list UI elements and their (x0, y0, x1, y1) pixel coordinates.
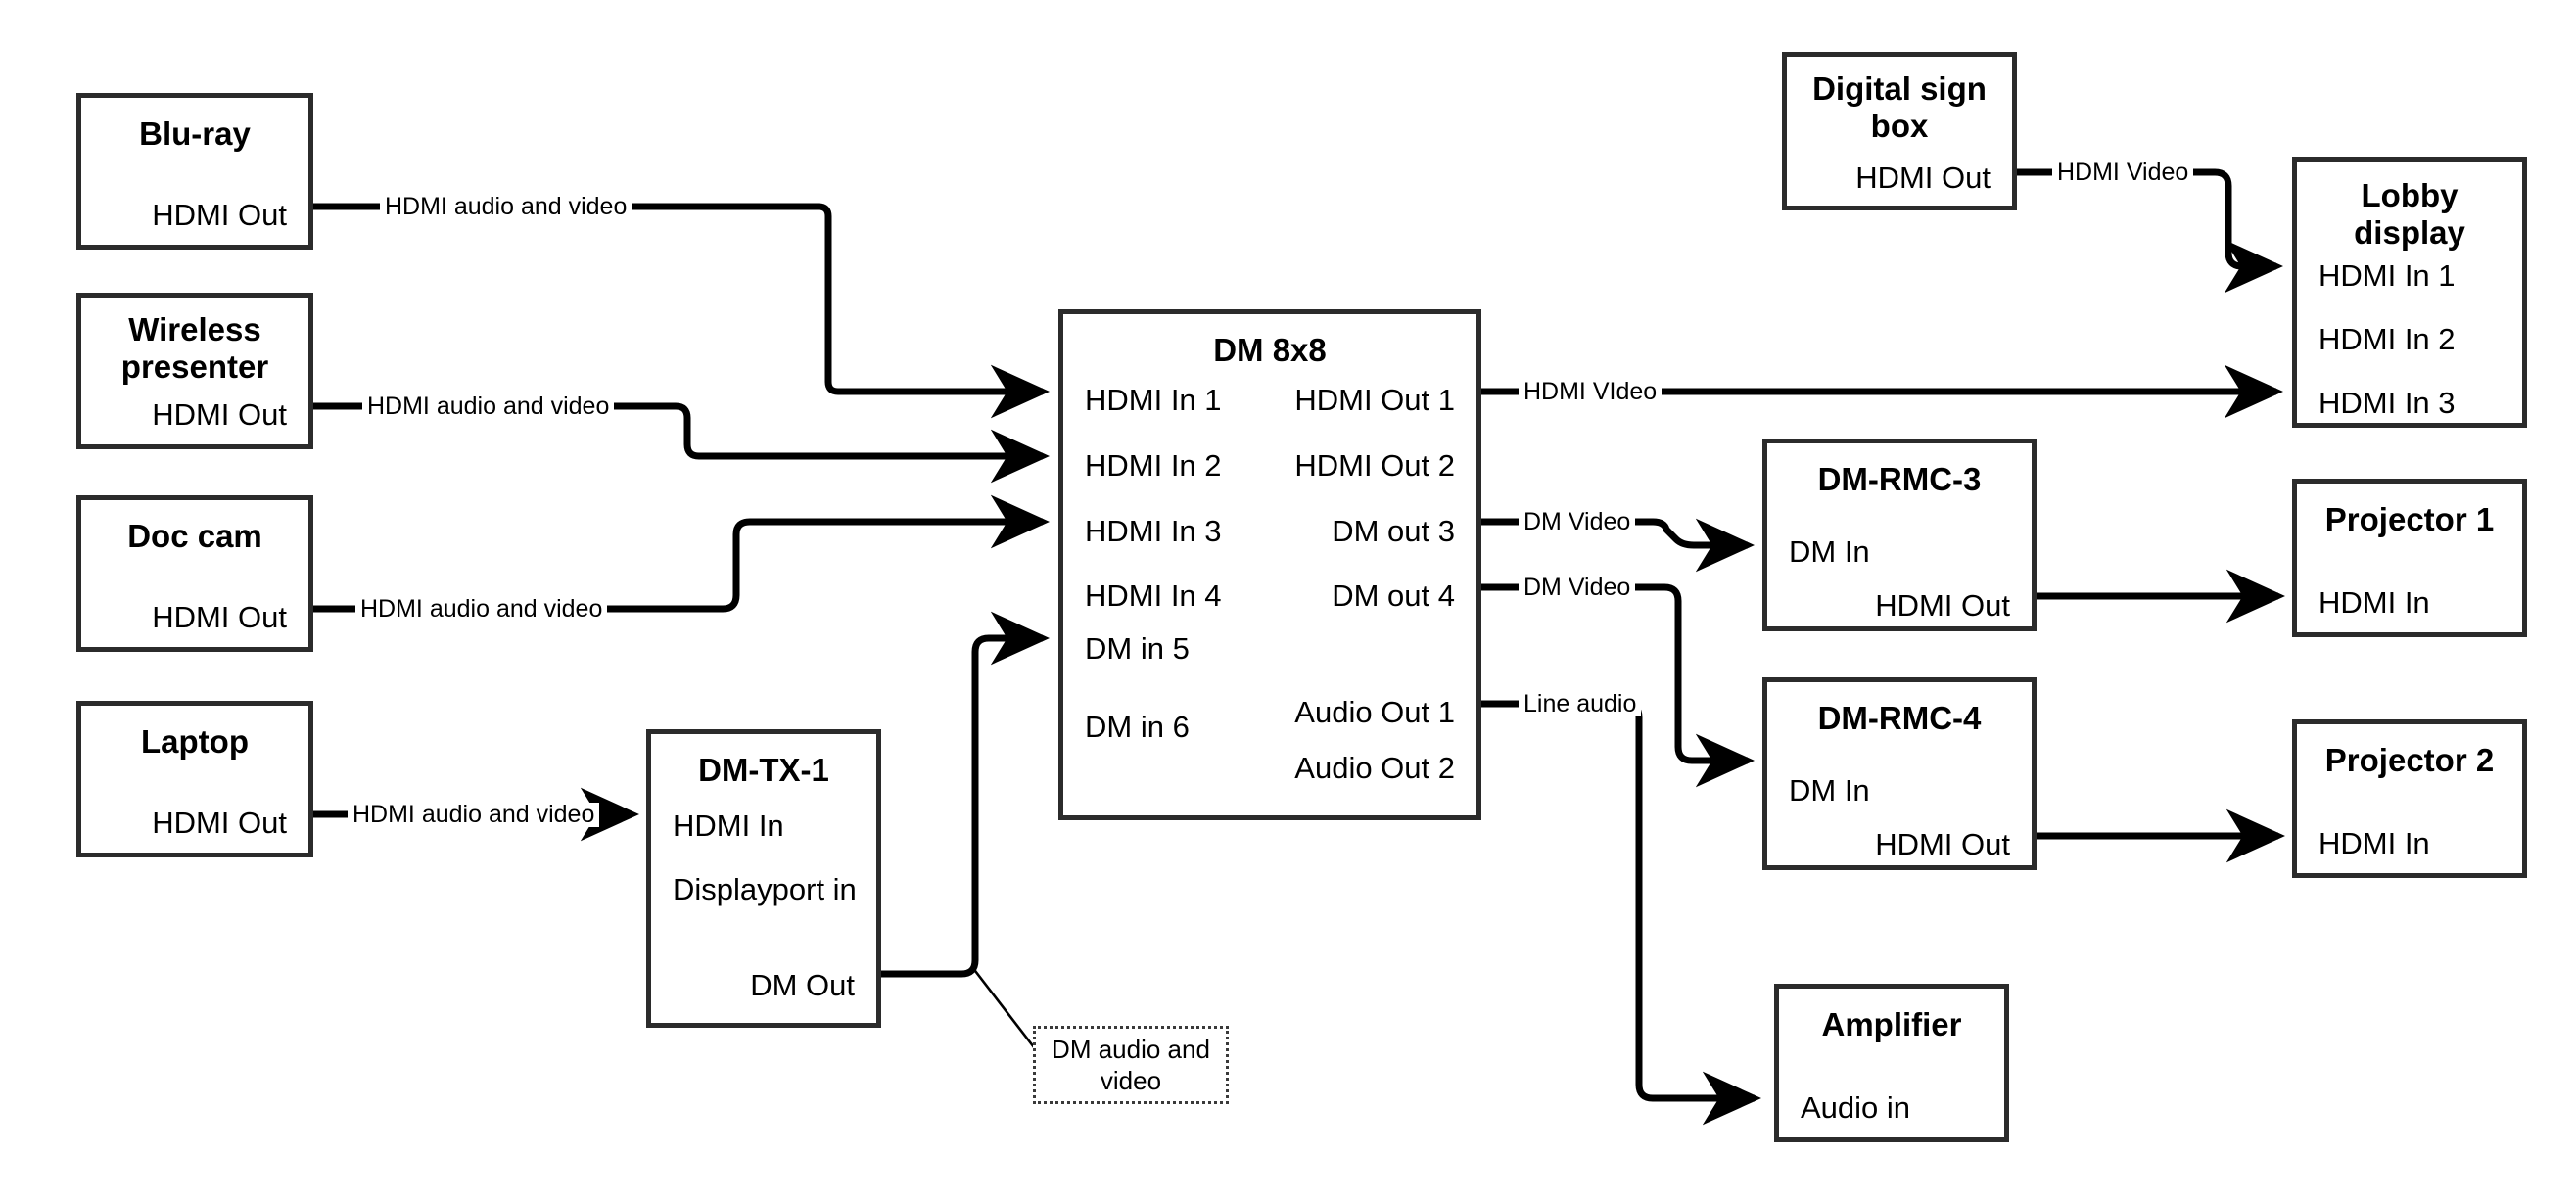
node-dm-tx-1-port-dm-out[interactable]: DM Out (750, 968, 855, 1002)
node-digital-sign-box-title-line2: box (1870, 108, 1929, 144)
node-dm-tx-1-port-displayport-in[interactable]: Displayport in (673, 872, 857, 906)
node-dm-tx-1[interactable]: DM-TX-1 HDMI In Displayport in DM Out (646, 729, 881, 1028)
node-dm-8x8-port-audio-out-1[interactable]: Audio Out 1 (1294, 695, 1455, 729)
node-laptop-port-hdmi-out[interactable]: HDMI Out (152, 806, 287, 840)
node-dm-8x8-port-dm-in-5[interactable]: DM in 5 (1085, 631, 1190, 666)
node-dm-8x8-port-dm-in-6[interactable]: DM in 6 (1085, 710, 1190, 744)
node-dm-8x8-port-hdmi-out-1[interactable]: HDMI Out 1 (1294, 383, 1455, 417)
node-lobby-display-title-line1: Lobby (2361, 177, 2459, 213)
callout-dm-audio-and-video: DM audio and video (1033, 1026, 1229, 1104)
node-digital-sign-box[interactable]: Digital sign box HDMI Out (1782, 52, 2017, 210)
node-amplifier[interactable]: Amplifier Audio in (1774, 984, 2009, 1142)
node-dm-8x8-port-dm-out-3[interactable]: DM out 3 (1332, 514, 1455, 548)
node-dm-rmc-3-port-hdmi-out[interactable]: HDMI Out (1875, 588, 2010, 623)
node-dm-rmc-3-port-dm-in[interactable]: DM In (1789, 534, 1870, 569)
edge-label-laptop-to-dmtx1: HDMI audio and video (348, 803, 600, 827)
node-projector-1-port-hdmi-in[interactable]: HDMI In (2318, 585, 2430, 620)
node-lobby-display[interactable]: Lobby display HDMI In 1 HDMI In 2 HDMI I… (2292, 157, 2527, 428)
node-dm-tx-1-title: DM-TX-1 (698, 752, 829, 788)
node-doc-cam[interactable]: Doc cam HDMI Out (76, 495, 313, 652)
node-projector-2-title: Projector 2 (2324, 742, 2495, 778)
node-bluray[interactable]: Blu-ray HDMI Out (76, 93, 313, 250)
node-wireless-presenter-title-line2: presenter (120, 348, 269, 385)
node-wireless-presenter[interactable]: Wireless presenter HDMI Out (76, 293, 313, 449)
node-dm-8x8-port-hdmi-in-2[interactable]: HDMI In 2 (1085, 448, 1222, 483)
edge-label-bluray-to-dm: HDMI audio and video (380, 195, 632, 219)
wire-bluray-to-dm-in1 (313, 203, 1051, 419)
node-doc-cam-title: Doc cam (127, 518, 262, 554)
edge-label-dm-out4-to-rmc4: DM Video (1519, 576, 1636, 600)
node-bluray-port-hdmi-out[interactable]: HDMI Out (152, 198, 287, 232)
node-laptop[interactable]: Laptop HDMI Out (76, 701, 313, 857)
node-dm-8x8-port-hdmi-in-1[interactable]: HDMI In 1 (1085, 383, 1222, 417)
wire-dm-audio1-to-amplifier (1481, 700, 1762, 1126)
node-dm-rmc-4-title: DM-RMC-4 (1817, 700, 1982, 736)
node-dm-8x8-port-audio-out-2[interactable]: Audio Out 2 (1294, 751, 1455, 785)
node-digital-sign-box-port-hdmi-out[interactable]: HDMI Out (1855, 161, 1991, 195)
edge-label-dm-out3-to-rmc3: DM Video (1519, 510, 1636, 534)
node-dm-8x8-port-hdmi-in-3[interactable]: HDMI In 3 (1085, 514, 1222, 548)
edge-label-dm-out1-to-lobby: HDMI VIdeo (1519, 380, 1663, 404)
callout-line-1: DM audio and (1052, 1034, 1210, 1064)
node-laptop-title: Laptop (141, 723, 249, 760)
node-wireless-presenter-title-line1: Wireless (128, 311, 261, 347)
node-dm-rmc-4-port-hdmi-out[interactable]: HDMI Out (1875, 827, 2010, 861)
node-projector-1[interactable]: Projector 1 HDMI In (2292, 479, 2527, 637)
node-bluray-title: Blu-ray (139, 115, 251, 152)
node-projector-1-title: Projector 1 (2324, 501, 2495, 537)
edge-label-dm-audio1-to-amplifier: Line audio (1519, 692, 1642, 716)
node-doc-cam-port-hdmi-out[interactable]: HDMI Out (152, 600, 287, 634)
node-amplifier-title: Amplifier (1821, 1006, 1962, 1042)
node-amplifier-port-audio-in[interactable]: Audio in (1801, 1090, 1911, 1125)
node-dm-tx-1-port-hdmi-in[interactable]: HDMI In (673, 808, 784, 843)
node-dm-8x8[interactable]: DM 8x8 HDMI In 1 HDMI In 2 HDMI In 3 HDM… (1058, 309, 1481, 820)
wire-sign-to-lobby-in1 (2017, 168, 2284, 294)
node-lobby-display-port-hdmi-in-3[interactable]: HDMI In 3 (2318, 386, 2456, 420)
callout-leader-line (970, 966, 1036, 1048)
edge-label-wireless-to-dm: HDMI audio and video (362, 394, 615, 419)
edge-label-sign-to-lobby: HDMI Video (2052, 161, 2194, 185)
node-lobby-display-title-line2: display (2354, 214, 2465, 251)
node-projector-2-port-hdmi-in[interactable]: HDMI In (2318, 826, 2430, 860)
node-dm-8x8-title: DM 8x8 (1213, 332, 1327, 368)
node-projector-2[interactable]: Projector 2 HDMI In (2292, 719, 2527, 878)
node-lobby-display-port-hdmi-in-1[interactable]: HDMI In 1 (2318, 258, 2456, 293)
edge-label-doccam-to-dm: HDMI audio and video (355, 597, 608, 622)
wire-dm-out4-to-rmc4 (1481, 583, 1756, 788)
node-dm-8x8-port-dm-out-4[interactable]: DM out 4 (1332, 578, 1455, 613)
node-dm-8x8-port-hdmi-out-2[interactable]: HDMI Out 2 (1294, 448, 1455, 483)
callout-line-2: video (1100, 1066, 1162, 1095)
node-digital-sign-box-title-line1: Digital sign (1812, 70, 1987, 107)
node-dm-rmc-4-port-dm-in[interactable]: DM In (1789, 773, 1870, 808)
node-dm-rmc-3-title: DM-RMC-3 (1817, 461, 1982, 497)
wire-dmtx1-to-dm-in5 (881, 611, 1051, 978)
node-dm-rmc-3[interactable]: DM-RMC-3 DM In HDMI Out (1762, 439, 2037, 631)
node-dm-rmc-4[interactable]: DM-RMC-4 DM In HDMI Out (1762, 677, 2037, 870)
node-wireless-presenter-port-hdmi-out[interactable]: HDMI Out (152, 397, 287, 432)
node-lobby-display-port-hdmi-in-2[interactable]: HDMI In 2 (2318, 322, 2456, 356)
node-dm-8x8-port-hdmi-in-4[interactable]: HDMI In 4 (1085, 578, 1222, 613)
